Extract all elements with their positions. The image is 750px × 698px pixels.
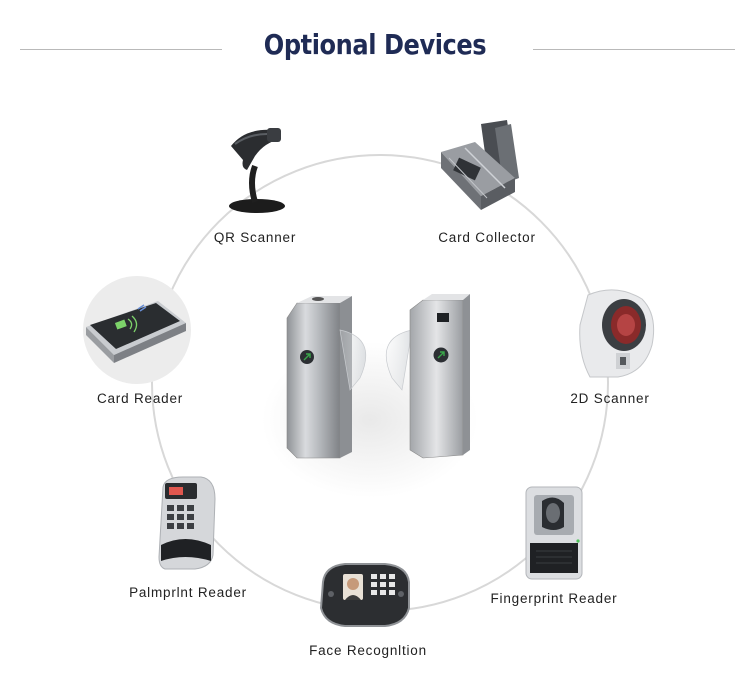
fingerprint-reader-icon bbox=[525, 486, 583, 580]
device-label: QR Scanner bbox=[213, 230, 297, 245]
device-label: Face Recognltion bbox=[309, 643, 427, 658]
header-divider-right bbox=[533, 49, 735, 50]
device-label: Card Collector bbox=[438, 230, 536, 245]
palmprint-reader-icon bbox=[158, 476, 216, 570]
device-label: Palmprlnt Reader bbox=[129, 585, 247, 600]
device-label: Card Reader bbox=[96, 391, 184, 406]
device-label: Fingerprint Reader bbox=[490, 591, 618, 606]
card-collector-icon bbox=[441, 120, 519, 210]
header-divider-left bbox=[20, 49, 222, 50]
card-reader-icon bbox=[83, 276, 191, 384]
2d-scanner-icon bbox=[579, 289, 655, 378]
page-title: Optional Devices bbox=[263, 28, 487, 61]
flap-barrier-turnstile-icon bbox=[262, 294, 478, 498]
device-label: 2D Scanner bbox=[570, 391, 650, 406]
face-recognition-icon bbox=[319, 563, 410, 627]
qr-scanner-icon bbox=[229, 128, 285, 213]
header: Optional Devices bbox=[0, 0, 750, 90]
